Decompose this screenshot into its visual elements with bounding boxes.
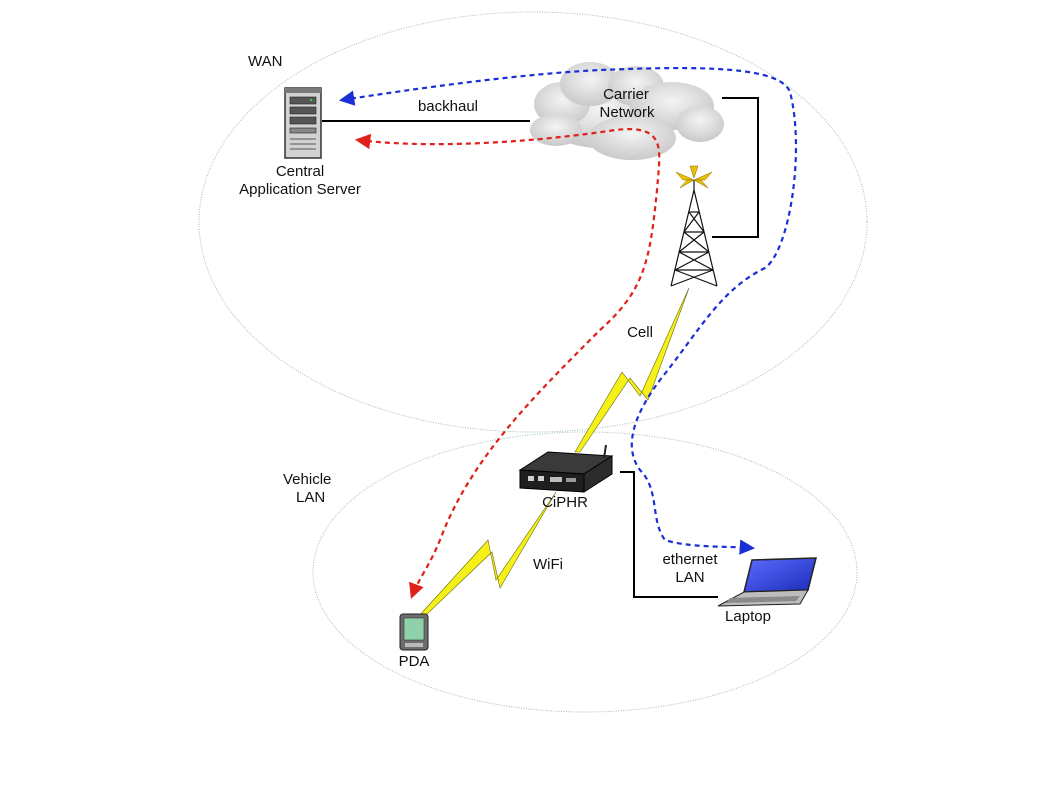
wifi-wireless-link xyxy=(417,491,557,618)
server-label-line1: Central xyxy=(276,163,324,180)
wan-zone-label: WAN xyxy=(248,53,282,70)
blue-route-to-laptop xyxy=(338,66,798,555)
backhaul-label: backhaul xyxy=(418,98,478,115)
red-route-to-pda xyxy=(354,128,661,599)
pda-icon xyxy=(399,613,429,651)
laptop-label: Laptop xyxy=(725,608,771,625)
pda-label: PDA xyxy=(399,653,430,670)
cell-wireless-link xyxy=(574,287,690,453)
vehicle-lan-label-line2: LAN xyxy=(296,489,325,506)
server-tower-icon xyxy=(284,87,322,159)
laptop-icon xyxy=(717,557,817,607)
server-label-line2: Application Server xyxy=(239,181,361,198)
ethernet-label-line1: ethernet xyxy=(662,551,718,568)
router-icon xyxy=(518,444,614,493)
cell-label: Cell xyxy=(627,324,653,341)
cloud-label-line1: Carrier xyxy=(603,86,649,103)
router-label: CiPHR xyxy=(542,494,588,511)
ethernet-label-line2: LAN xyxy=(675,569,704,586)
cell-tower-icon xyxy=(670,180,718,287)
wifi-label: WiFi xyxy=(533,556,563,573)
cloud-label-line2: Network xyxy=(599,104,655,121)
vehicle-lan-label-line1: Vehicle xyxy=(283,471,331,488)
